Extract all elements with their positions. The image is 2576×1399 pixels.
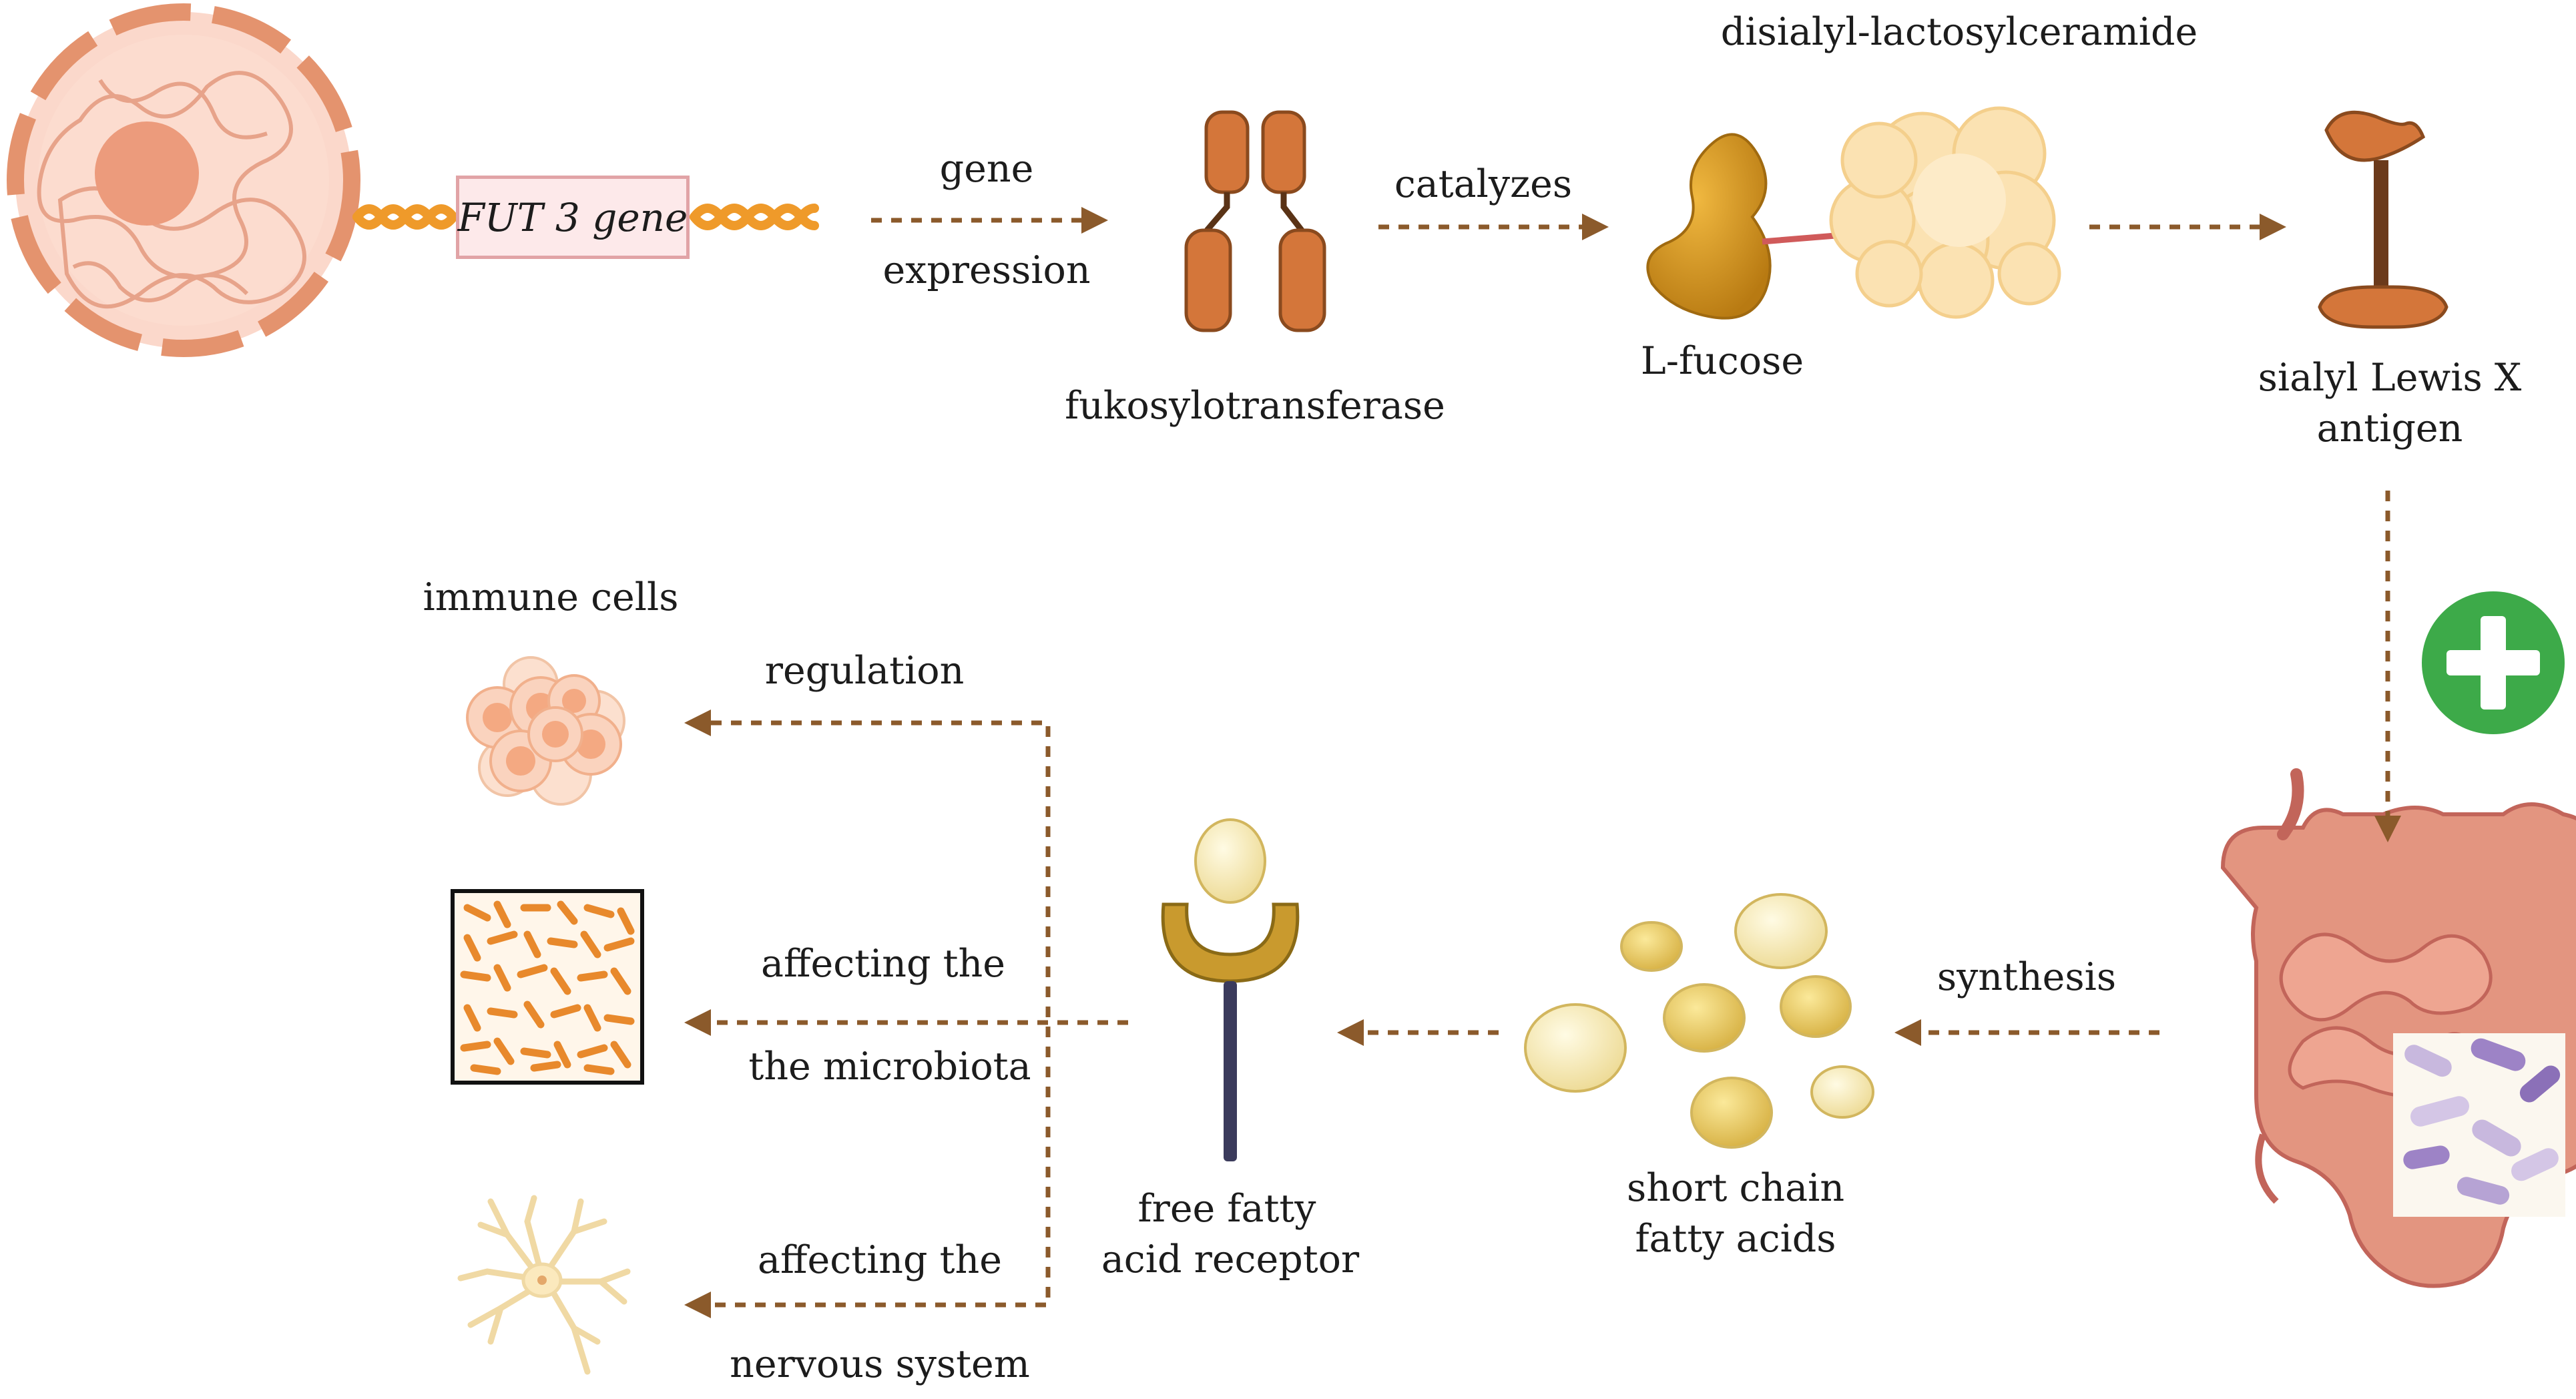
lactosylceramide-icon <box>1829 106 2061 319</box>
antigen-label-line1: sialyl Lewis X <box>2258 356 2522 400</box>
synthesis-label: synthesis <box>1937 955 2117 999</box>
fut3-gene-box: FUT 3 gene <box>456 176 690 259</box>
nervous-label-line2: nervous system <box>730 1342 1030 1386</box>
l-fucose-label: L-fucose <box>1640 339 1804 383</box>
glycolipid-label: disialyl-lactosylceramide <box>1720 10 2198 54</box>
receptor-label-line1: free fatty <box>1137 1187 1316 1231</box>
scfa-label-line1: short chain <box>1626 1166 1845 1210</box>
enzyme-label: fukosylotransferase <box>1065 384 1445 428</box>
l-fucose-icon <box>1646 133 1844 320</box>
gene-expression-label-line2: expression <box>882 248 1091 292</box>
sialyl-lewis-x-icon <box>2318 110 2449 329</box>
fucosyltransferase-enzyme-icon <box>1184 110 1326 332</box>
catalyzes-label: catalyzes <box>1394 162 1573 206</box>
immune-cells-label: immune cells <box>423 575 679 619</box>
gene-expression-label-line1: gene <box>939 147 1034 191</box>
regulation-label: regulation <box>764 649 965 693</box>
fatty-acid-droplets-icon <box>1524 893 1874 1149</box>
immune-cells-icon <box>466 656 625 806</box>
plus-icon <box>2422 591 2565 734</box>
arrows <box>691 218 2390 1308</box>
dna-helix-icon <box>352 204 819 230</box>
nervous-label-line1: affecting the <box>758 1238 1002 1282</box>
arrow-branch <box>691 720 1051 1308</box>
receptor-icon <box>1161 818 1300 1161</box>
microbiota-icon <box>451 889 644 1085</box>
neuron-icon <box>457 1195 631 1375</box>
scfa-label-line2: fatty acids <box>1635 1217 1836 1261</box>
receptor-label-line2: acid receptor <box>1101 1237 1360 1282</box>
antigen-label-line2: antigen <box>2316 406 2463 451</box>
arrowheads <box>684 207 2401 1318</box>
bacteria-icon <box>2393 1033 2565 1217</box>
microbiota-label-line2: the microbiota <box>748 1045 1031 1089</box>
microbiota-label-line1: affecting the <box>761 942 1005 986</box>
fut3-gene-label: FUT 3 gene <box>457 194 688 240</box>
cell-nucleus-icon <box>7 3 360 357</box>
